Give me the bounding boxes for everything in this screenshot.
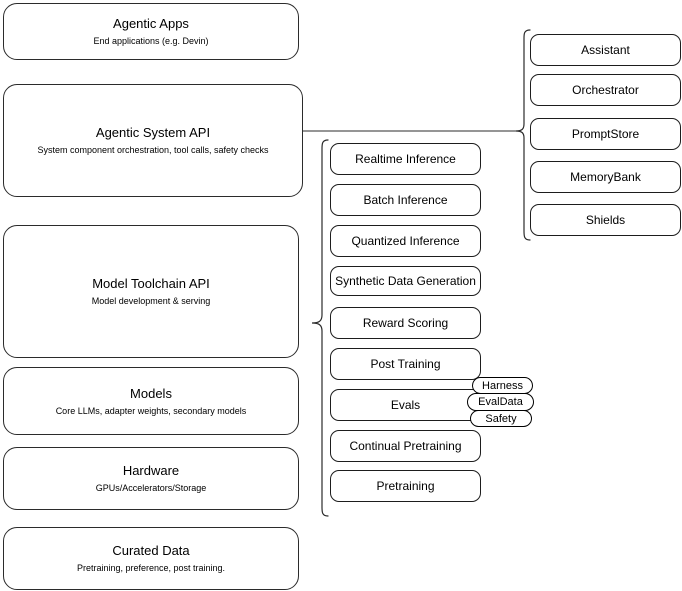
layer-title: Agentic Apps bbox=[113, 16, 189, 31]
layer-subtitle: Core LLMs, adapter weights, secondary mo… bbox=[55, 405, 247, 416]
component-box-memorybank[interactable]: MemoryBank bbox=[530, 161, 681, 193]
tag-pill-evaldata[interactable]: EvalData bbox=[467, 393, 534, 411]
layer-subtitle: GPUs/Accelerators/Storage bbox=[95, 483, 207, 493]
layer-box-models[interactable]: Models Core LLMs, adapter weights, secon… bbox=[3, 367, 299, 435]
layer-subtitle: Pretraining, preference, post training. bbox=[76, 563, 226, 573]
tag-pill-safety[interactable]: Safety bbox=[470, 410, 532, 427]
component-box-shields[interactable]: Shields bbox=[530, 204, 681, 236]
component-box-evals[interactable]: Evals bbox=[330, 389, 481, 421]
component-box-continual-pretraining[interactable]: Continual Pretraining bbox=[330, 430, 481, 462]
tag-pill-harness[interactable]: Harness bbox=[472, 377, 533, 394]
connector-system-api-to-components bbox=[303, 124, 523, 142]
component-box-reward-scoring[interactable]: Reward Scoring bbox=[330, 307, 481, 339]
layer-box-hardware[interactable]: Hardware GPUs/Accelerators/Storage bbox=[3, 447, 299, 510]
component-box-orchestrator[interactable]: Orchestrator bbox=[530, 74, 681, 106]
component-box-quantized-inference[interactable]: Quantized Inference bbox=[330, 225, 481, 257]
component-box-assistant[interactable]: Assistant bbox=[530, 34, 681, 66]
layer-subtitle: End applications (e.g. Devin) bbox=[93, 36, 209, 46]
layer-box-agentic-system-api[interactable]: Agentic System API System component orch… bbox=[3, 84, 303, 197]
brace-system-components bbox=[512, 28, 534, 242]
component-box-promptstore[interactable]: PromptStore bbox=[530, 118, 681, 150]
brace-toolchain-components bbox=[308, 138, 332, 518]
layer-title: Agentic System API bbox=[95, 125, 211, 140]
layer-title: Models bbox=[130, 385, 172, 401]
layer-title: Model Toolchain API bbox=[92, 276, 210, 291]
layer-title: Curated Data bbox=[112, 543, 190, 558]
component-box-synthetic-data-generation[interactable]: Synthetic Data Generation bbox=[330, 266, 481, 296]
component-box-realtime-inference[interactable]: Realtime Inference bbox=[330, 143, 481, 175]
component-box-batch-inference[interactable]: Batch Inference bbox=[330, 184, 481, 216]
layer-box-model-toolchain-api[interactable]: Model Toolchain API Model development & … bbox=[3, 225, 299, 358]
layer-subtitle: System component orchestration, tool cal… bbox=[37, 145, 269, 155]
component-box-post-training[interactable]: Post Training bbox=[330, 348, 481, 380]
layer-title: Hardware bbox=[122, 463, 180, 478]
layer-box-agentic-apps[interactable]: Agentic Apps End applications (e.g. Devi… bbox=[3, 3, 299, 60]
layer-box-curated-data[interactable]: Curated Data Pretraining, preference, po… bbox=[3, 527, 299, 590]
component-box-pretraining[interactable]: Pretraining bbox=[330, 470, 481, 502]
layer-subtitle: Model development & serving bbox=[91, 296, 211, 306]
